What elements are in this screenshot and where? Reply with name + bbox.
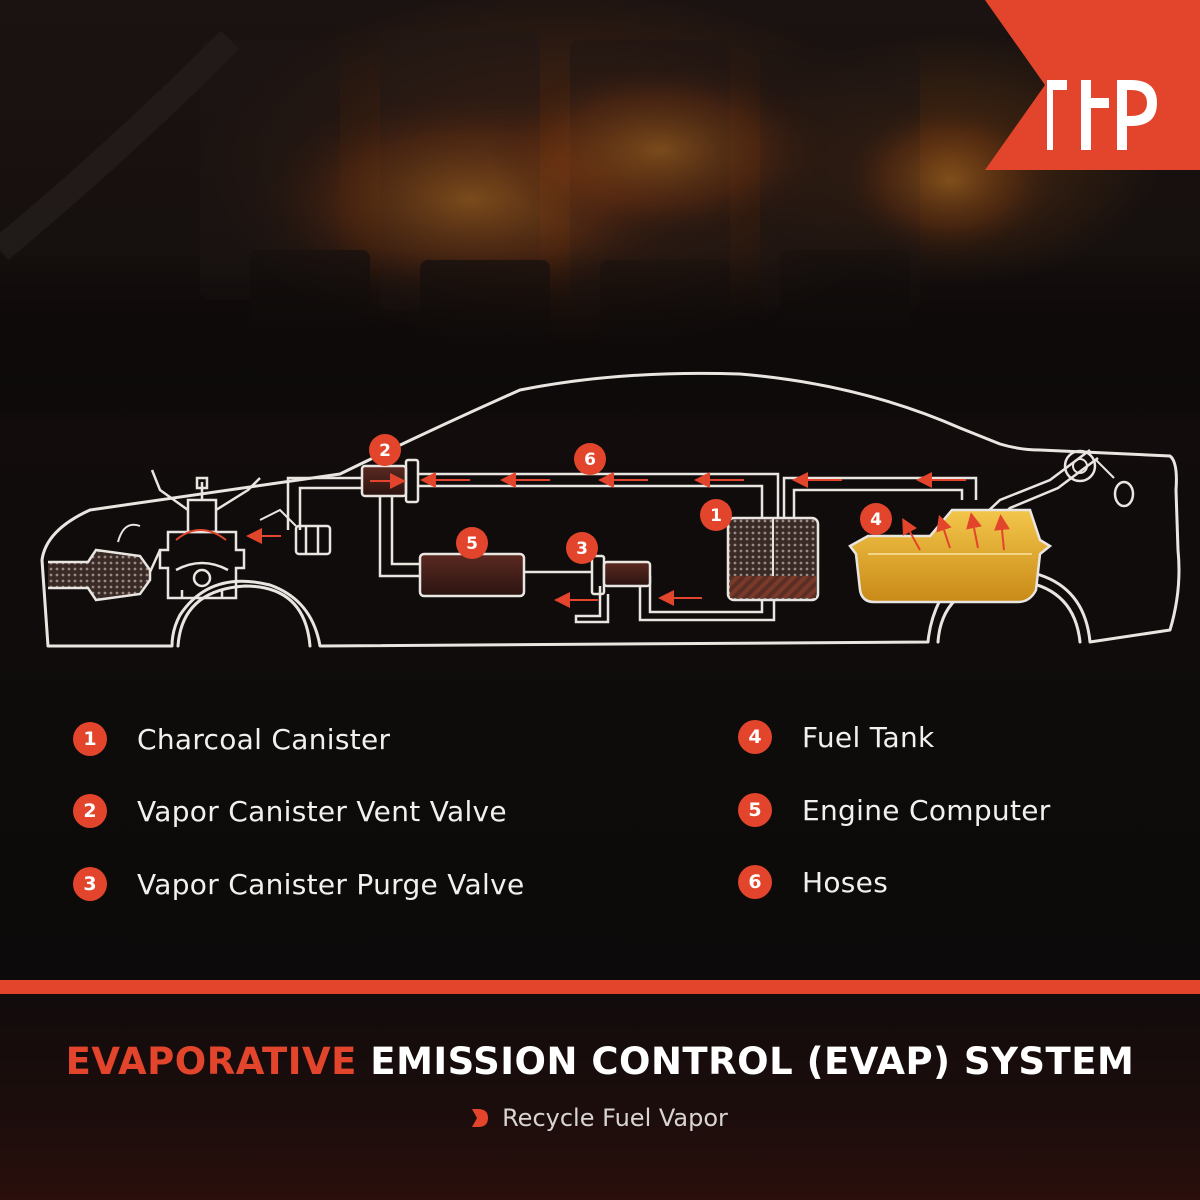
vapor-flow-arrows [246, 472, 966, 608]
legend-label: Fuel Tank [802, 720, 935, 754]
engine-background-image [0, 30, 1200, 420]
legend-label: Engine Computer [802, 793, 1051, 827]
evap-system-diagram: 2 6 5 3 1 4 [40, 371, 1181, 648]
page-title: EVAPORATIVE EMISSION CONTROL (EVAP) SYST… [0, 1040, 1200, 1083]
throttle-body-icon [259, 508, 332, 556]
a-premium-logo-icon [985, 0, 1200, 170]
svg-text:2: 2 [379, 441, 391, 461]
footer-panel [0, 994, 1200, 1200]
title-accent: EVAPORATIVE [65, 1040, 357, 1083]
tagline: Recycle Fuel Vapor [0, 1104, 1200, 1132]
legend-number: 6 [738, 865, 772, 899]
legend-item-fuel-tank: 4 Fuel Tank [738, 717, 935, 757]
svg-text:1: 1 [710, 506, 722, 526]
svg-text:4: 4 [870, 510, 882, 530]
legend-number: 3 [73, 867, 107, 901]
legend-number: 5 [738, 793, 772, 827]
diagram-markers: 2 6 5 3 1 4 [369, 434, 892, 564]
legend-label: Vapor Canister Vent Valve [137, 794, 507, 828]
title-main: EMISSION CONTROL (EVAP) SYSTEM [370, 1040, 1135, 1083]
legend-label: Charcoal Canister [137, 722, 391, 756]
legend-item-charcoal-canister: 1 Charcoal Canister [73, 719, 390, 759]
legend-item-purge-valve: 3 Vapor Canister Purge Valve [73, 864, 524, 904]
legend-label: Hoses [802, 865, 889, 899]
engine-computer-icon [418, 552, 526, 598]
legend-number: 4 [738, 720, 772, 754]
legend-item-engine-computer: 5 Engine Computer [738, 790, 1051, 830]
fuel-tank-icon [848, 449, 1135, 604]
legend-item-vent-valve: 2 Vapor Canister Vent Valve [73, 791, 507, 831]
legend-number: 1 [73, 722, 107, 756]
charcoal-canister-icon [726, 516, 820, 602]
catalytic-converter-icon [48, 523, 162, 602]
purge-valve-icon [590, 554, 652, 596]
svg-text:3: 3 [576, 539, 588, 559]
marker-4: 4 [860, 503, 892, 535]
tagline-text: Recycle Fuel Vapor [502, 1104, 728, 1132]
svg-text:6: 6 [584, 450, 596, 470]
marker-2: 2 [369, 434, 401, 466]
marker-6: 6 [574, 443, 606, 475]
accent-divider [0, 980, 1200, 994]
logo-bullet-icon [472, 1109, 489, 1127]
marker-3: 3 [566, 532, 598, 564]
legend-item-hoses: 6 Hoses [738, 862, 888, 902]
vent-valve-icon [360, 458, 420, 504]
marker-1: 1 [700, 499, 732, 531]
svg-text:5: 5 [466, 534, 478, 554]
legend-number: 2 [73, 794, 107, 828]
marker-5: 5 [456, 527, 488, 559]
legend-label: Vapor Canister Purge Valve [137, 867, 525, 901]
